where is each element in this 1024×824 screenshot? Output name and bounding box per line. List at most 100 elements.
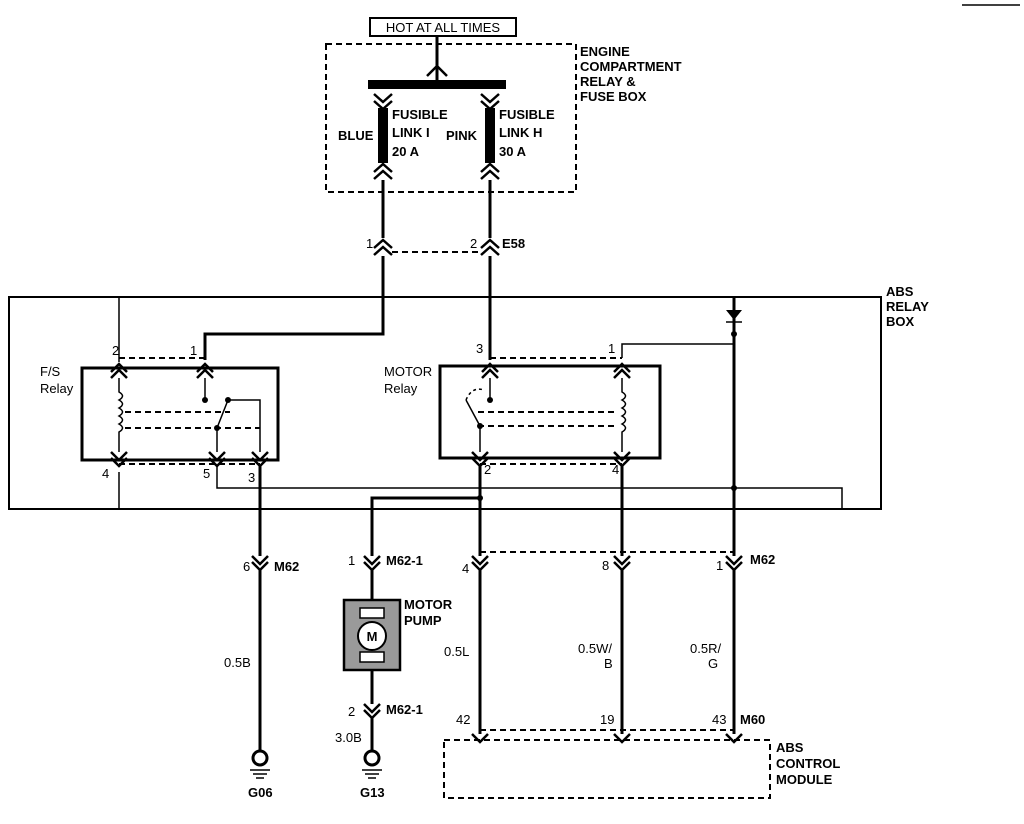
fuse-bus-bar [368, 80, 506, 89]
abs-pin-b: 19 [600, 712, 614, 727]
fs-relay-line1: F/S [40, 364, 61, 379]
ground-g06-icon [250, 749, 270, 779]
m62-pin-a: 6 [243, 559, 250, 574]
wire-motor-pump-feed [370, 496, 480, 556]
m62-pin-d: 1 [716, 558, 723, 573]
fs-pin-tr: 1 [190, 343, 197, 358]
abs-control-module-outline [443, 739, 771, 799]
ground-g06: G06 [248, 785, 273, 800]
bus-connector-chevron [426, 64, 448, 77]
fs-switch-blade [216, 399, 229, 429]
fusible-link-h [485, 108, 495, 163]
motor-switch-contact [487, 397, 493, 403]
svg-text:ABS: ABS [886, 284, 914, 299]
svg-text:CONTROL: CONTROL [776, 756, 840, 771]
wire-w2: 0.5L [444, 644, 469, 659]
e58-pin2: 2 [470, 236, 477, 251]
fs-relay-coil [117, 378, 124, 452]
motor-pin1-chevron [613, 362, 631, 379]
hot-at-all-times-label: HOT AT ALL TIMES [369, 17, 517, 37]
m62-pin4-chevron [471, 555, 489, 572]
abs-pin-a: 42 [456, 712, 470, 727]
m62-name-b: M62 [750, 552, 775, 567]
m62-1-bottom-chevron [363, 703, 381, 720]
pump-conn-bot-pin: 2 [348, 704, 355, 719]
wire-fs-relay-feed [203, 256, 385, 360]
svg-text:COMPARTMENT: COMPARTMENT [580, 59, 682, 74]
wire-w4-line1: 0.5R/ [690, 641, 721, 656]
motor-pin-br: 4 [612, 462, 619, 477]
ground-g13: G13 [360, 785, 385, 800]
motor-pump-line1: MOTOR [404, 597, 453, 612]
abs-pin-c: 43 [712, 712, 726, 727]
svg-text:MODULE: MODULE [776, 772, 833, 787]
junction-dot [731, 331, 737, 337]
svg-text:HOT AT ALL TIMES: HOT AT ALL TIMES [386, 20, 500, 35]
motor-relay-coil [620, 378, 627, 452]
pump-conn-top-name: M62-1 [386, 553, 423, 568]
fs-pin-br: 3 [248, 470, 255, 485]
link-h-color: PINK [446, 128, 478, 143]
motor-pump-line2: PUMP [404, 613, 442, 628]
fs-switch-out [228, 399, 261, 452]
fs-relay-outline [80, 366, 280, 462]
motor-pin-tr: 1 [608, 341, 615, 356]
fs-pin2-chevron [110, 362, 128, 379]
motor-switch-blade [465, 399, 481, 427]
motor-relay-outline [438, 364, 662, 460]
link-i-top-chevron [373, 93, 393, 111]
abs-pin19-chevron [613, 733, 631, 744]
svg-text:ABS: ABS [776, 740, 804, 755]
wire-w3-line2: B [604, 656, 613, 671]
motor-pump-icon: M [342, 598, 402, 672]
abs-pin42-chevron [471, 733, 489, 744]
pump-wire-bot: 3.0B [335, 730, 362, 745]
pump-conn-bot-name: M62-1 [386, 702, 423, 717]
abs-control-module-title: ABS CONTROL MODULE [776, 740, 840, 787]
fuse-box-outline [325, 43, 577, 193]
m62-pin1-chevron [725, 555, 743, 572]
link-i-bottom-chevron [373, 162, 393, 180]
link-h-rating: 30 A [499, 144, 527, 159]
link-h-line1: FUSIBLE [499, 107, 555, 122]
e58-name: E58 [502, 236, 525, 251]
link-i-line1: FUSIBLE [392, 107, 448, 122]
fs-pin4-chevron [110, 451, 128, 468]
m62-pin-b: 4 [462, 561, 469, 576]
svg-text:BOX: BOX [886, 314, 915, 329]
abs-relay-box-title: ABS RELAY BOX [886, 284, 929, 329]
junction-dot [731, 485, 737, 491]
svg-text:RELAY: RELAY [886, 299, 929, 314]
e58-pin1: 1 [366, 236, 373, 251]
wire-w1: 0.5B [224, 655, 251, 670]
diode-icon [726, 310, 742, 323]
fusible-link-i [378, 108, 388, 163]
link-h-bottom-chevron [480, 162, 500, 180]
motor-pin3-chevron [481, 362, 499, 379]
wire-fs-pin5-bus [216, 466, 843, 509]
ground-g13-icon [362, 749, 382, 779]
fs-relay-line2: Relay [40, 381, 74, 396]
m62-pin-c: 8 [602, 558, 609, 573]
e58-pin2-chevron [480, 238, 500, 256]
wire-w3-line1: 0.5W/ [578, 641, 612, 656]
m62-pin8-chevron [613, 555, 631, 572]
svg-text:M: M [367, 629, 378, 644]
link-h-top-chevron [480, 93, 500, 111]
link-i-line2: LINK I [392, 125, 430, 140]
svg-text:ENGINE: ENGINE [580, 44, 630, 59]
fuse-box-title: ENGINE COMPARTMENT RELAY & FUSE BOX [580, 44, 682, 104]
link-i-color: BLUE [338, 128, 374, 143]
motor-relay-line2: Relay [384, 381, 418, 396]
motor-switch-arc [465, 388, 485, 401]
svg-text:FUSE BOX: FUSE BOX [580, 89, 647, 104]
m62-pin6-chevron [251, 555, 269, 572]
link-i-rating: 20 A [392, 144, 420, 159]
abs-pin43-chevron [725, 733, 743, 744]
wire-w4-line2: G [708, 656, 718, 671]
pump-conn-top-pin: 1 [348, 553, 355, 568]
motor-relay-line1: MOTOR [384, 364, 432, 379]
svg-text:RELAY &: RELAY & [580, 74, 636, 89]
fs-pin1-chevron [196, 362, 214, 379]
e58-pin1-chevron [373, 238, 393, 256]
